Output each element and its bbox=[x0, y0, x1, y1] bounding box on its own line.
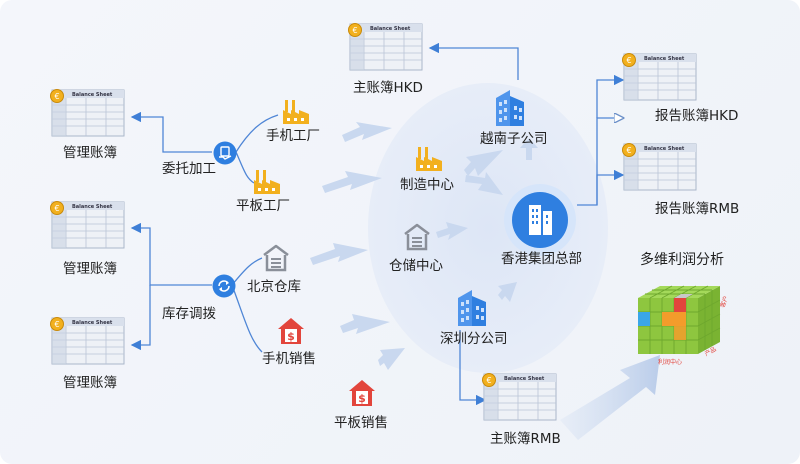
mgmt-ledger-2-label: 管理账簿 bbox=[63, 261, 117, 277]
svg-text:€: € bbox=[54, 204, 59, 213]
factory-icon bbox=[416, 147, 442, 171]
document-hand-icon bbox=[213, 141, 237, 165]
svg-text:€: € bbox=[626, 56, 631, 65]
analysis-title: 多维利润分析 bbox=[640, 252, 724, 268]
phone-factory-label: 手机工厂 bbox=[266, 128, 320, 144]
svg-text:Balance Sheet: Balance Sheet bbox=[72, 320, 113, 326]
warehouse-icon bbox=[263, 244, 289, 272]
olap-cube: 利润中心 产品 客户 bbox=[638, 285, 730, 366]
balance-sheet-icon: € Balance Sheet bbox=[50, 317, 125, 365]
svg-text:$: $ bbox=[358, 392, 366, 405]
factory-icon bbox=[254, 170, 280, 194]
report-ledger-rmb-label: 报告账簿RMB bbox=[655, 201, 740, 217]
svg-text:$: $ bbox=[287, 330, 295, 343]
svg-text:€: € bbox=[54, 320, 59, 329]
shop-dollar-icon: $ bbox=[278, 318, 304, 344]
warehouse-icon bbox=[404, 223, 430, 251]
hq-label: 香港集团总部 bbox=[501, 251, 582, 267]
shop-dollar-icon: $ bbox=[349, 380, 375, 406]
report-ledger-hkd-label: 报告账簿HKD bbox=[655, 108, 739, 124]
refresh-icon bbox=[212, 274, 236, 298]
transfer-label: 库存调拨 bbox=[162, 306, 216, 322]
svg-text:Balance Sheet: Balance Sheet bbox=[504, 376, 545, 382]
thin-connectors bbox=[130, 42, 625, 406]
svg-text:€: € bbox=[352, 26, 357, 35]
tablet-sales-label: 平板销售 bbox=[334, 415, 388, 431]
cube-axis-1-label: 利润中心 bbox=[658, 358, 682, 366]
building-icon bbox=[458, 290, 486, 326]
building-icon bbox=[504, 184, 576, 256]
svg-text:€: € bbox=[626, 146, 631, 155]
phone-sales-label: 手机销售 bbox=[262, 351, 316, 367]
wide-arrows bbox=[310, 122, 538, 370]
big-arrow bbox=[560, 355, 660, 440]
mgmt-ledger-3-label: 管理账簿 bbox=[63, 375, 117, 391]
svg-text:€: € bbox=[486, 376, 491, 385]
outsourcing-label: 委托加工 bbox=[162, 161, 216, 177]
svg-text:Balance Sheet: Balance Sheet bbox=[72, 204, 113, 210]
balance-sheet-icon: € Balance Sheet bbox=[50, 201, 125, 249]
svg-text:Balance Sheet: Balance Sheet bbox=[72, 92, 113, 98]
balance-sheet-icon: € Balance Sheet bbox=[622, 53, 697, 101]
tablet-factory-label: 平板工厂 bbox=[236, 198, 290, 214]
balance-sheet-icon: € Balance Sheet bbox=[348, 23, 423, 71]
svg-text:Balance Sheet: Balance Sheet bbox=[644, 56, 685, 62]
bj-warehouse-label: 北京仓库 bbox=[247, 279, 301, 295]
mgmt-ledger-1-label: 管理账簿 bbox=[63, 145, 117, 161]
wh-center-label: 仓储中心 bbox=[389, 258, 443, 274]
main-ledger-hkd-label: 主账簿HKD bbox=[353, 80, 423, 96]
svg-text:Balance Sheet: Balance Sheet bbox=[370, 26, 411, 32]
sz-branch-label: 深圳分公司 bbox=[440, 331, 508, 347]
balance-sheet-icon: € Balance Sheet bbox=[482, 373, 557, 421]
balance-sheet-icon: € Balance Sheet bbox=[622, 143, 697, 191]
factory-icon bbox=[283, 100, 309, 124]
building-icon bbox=[496, 90, 524, 126]
mfg-center-label: 制造中心 bbox=[400, 177, 454, 193]
svg-text:€: € bbox=[54, 92, 59, 101]
balance-sheet-icon: € Balance Sheet bbox=[50, 89, 125, 137]
cube-axis-3-label: 客户 bbox=[718, 295, 730, 309]
vn-subsidiary-label: 越南子公司 bbox=[480, 131, 548, 147]
main-ledger-rmb-label: 主账簿RMB bbox=[490, 431, 561, 447]
svg-text:Balance Sheet: Balance Sheet bbox=[644, 146, 685, 152]
